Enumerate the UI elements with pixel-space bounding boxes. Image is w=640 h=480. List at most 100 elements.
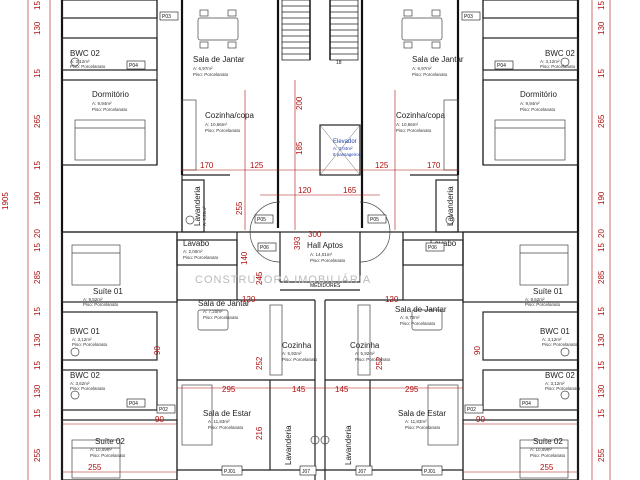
sala-jantar-mid-left-area: A: 7,20m² <box>203 309 223 314</box>
dim-left-0: 15 <box>33 1 42 10</box>
bwc02-left-floor: Piso: Porcelanato <box>70 64 106 69</box>
tag-j07-right: J07 <box>358 469 366 475</box>
dim-255-bottom-left: 255 <box>88 463 102 472</box>
cozinha-top-left-floor: Piso: Porcelanato <box>205 128 241 133</box>
dim-140: 140 <box>240 251 249 265</box>
suite01-right-area: A: 9,52m² <box>525 297 545 302</box>
cozinha-top-left-name: Cozinha/copa <box>205 111 254 120</box>
tag-p05-right: P05 <box>370 217 379 223</box>
dim-left-14: 255 <box>33 448 42 462</box>
bwc02-left-area: A: 3,12m² <box>70 59 90 64</box>
sala-jantar-mid-right-name: Sala de Jantar <box>395 305 447 314</box>
dim-90-right: 90 <box>473 346 482 355</box>
cozinha-mid-left-area: A: 5,92m² <box>282 351 302 356</box>
cozinha-top-left-area: A: 10,66m² <box>205 122 228 127</box>
dim-185: 185 <box>295 141 304 155</box>
suite01-left-area: A: 9,52m² <box>83 297 103 302</box>
dim-255-bottom-right: 255 <box>540 463 554 472</box>
bwc02-low-right-floor: Piso: Porcelanato <box>545 386 581 391</box>
bwc02-low-left-name: BWC 02 <box>70 371 100 380</box>
dim-left-6: 20 <box>33 229 42 238</box>
sala-jantar-top-right-name: Sala de Jantar <box>412 55 464 64</box>
bwc01-left-floor: Piso: Porcelanato <box>72 342 108 347</box>
bwc02-low-left-floor: Piso: Porcelanato <box>70 386 106 391</box>
dim-left-12: 130 <box>33 384 42 398</box>
dim-120: 120 <box>298 186 312 195</box>
dim-right-3: 265 <box>597 114 606 128</box>
dim-393: 393 <box>293 236 302 250</box>
furniture <box>70 9 570 479</box>
watermark: CONSTRUTORA IMOBILIÁRIA <box>195 273 371 286</box>
dim-145-left: 145 <box>292 385 306 394</box>
sala-estar-left-area: A: 11,83m² <box>208 419 230 424</box>
tag-p03-right: P03 <box>464 14 473 20</box>
dim-right-12: 15 <box>597 409 606 418</box>
sala-jantar-top-left-area: A: 6,97m² <box>193 66 213 71</box>
cozinha-top-right-name: Cozinha/copa <box>396 111 445 120</box>
dim-295-left: 295 <box>222 385 236 394</box>
bwc01-right-floor: Piso: Porcelanato <box>542 342 578 347</box>
suite02-left-floor: Piso: Porcelanato <box>90 453 126 458</box>
suite01-left-floor: Piso: Porcelanato <box>83 302 119 307</box>
dim-252-right: 252 <box>375 356 384 370</box>
dormitorio-right-area: A: 9,94m² <box>520 101 540 106</box>
dim-right-9: 130 <box>597 333 606 347</box>
tag-p06-right: P06 <box>428 245 437 251</box>
dim-left-total: 1905 <box>1 192 10 210</box>
dim-left-4: 15 <box>33 161 42 170</box>
dormitorio-left-floor: Piso: Porcelanato <box>92 107 128 112</box>
dim-left-3: 265 <box>33 114 42 128</box>
suite02-right-floor: Piso: Porcelanato <box>530 453 566 458</box>
dim-295-right: 295 <box>405 385 419 394</box>
sala-jantar-mid-left-name: Sala de Jantar <box>198 299 250 308</box>
suite01-left-name: Suíte 01 <box>93 287 123 296</box>
dim-left-11: 15 <box>33 361 42 370</box>
stairs <box>281 0 359 61</box>
dim-left-8: 285 <box>33 270 42 284</box>
dim-145-right: 145 <box>335 385 349 394</box>
dim-left-5: 190 <box>33 191 42 205</box>
bwc02-right-floor: Piso: Porcelanato <box>540 64 576 69</box>
tag-p05-left: P05 <box>257 217 266 223</box>
dim-left-2: 15 <box>33 69 42 78</box>
suite02-right-name: Suíte 02 <box>533 437 563 446</box>
cozinha-mid-left-name: Cozinha <box>282 341 312 350</box>
elevator-label: Elevador <box>333 139 357 145</box>
dim-right-4: 190 <box>597 191 606 205</box>
sala-estar-right-name: Sala de Estar <box>398 409 446 418</box>
dim-245: 245 <box>255 271 264 285</box>
suite02-left-name: Suíte 02 <box>95 437 125 446</box>
dim-right-13: 255 <box>597 448 606 462</box>
sala-jantar-mid-right-area: A: 6,70m² <box>400 315 420 320</box>
right-dimension-chain: 15 130 15 265 190 20 15 285 15 130 15 13… <box>597 1 606 462</box>
tag-p04-top-right: P04 <box>497 63 506 69</box>
tag-p06-left: P06 <box>260 245 269 251</box>
sala-jantar-top-left-floor: Piso: Porcelanato <box>193 72 229 77</box>
lavanderia-top-left-area: A: 2,22m² <box>202 206 207 226</box>
sala-estar-left-name: Sala de Estar <box>203 409 251 418</box>
tag-p02-left: P02 <box>159 407 168 413</box>
bwc02-right-name: BWC 02 <box>545 49 575 58</box>
stair-step-number: 18 <box>336 60 342 66</box>
dim-right-11: 130 <box>597 384 606 398</box>
dim-right-0: 15 <box>597 1 606 10</box>
tag-p04-mid-right: P04 <box>522 401 531 407</box>
dim-125-right: 125 <box>375 161 389 170</box>
lavabo-left-name: Lavabo <box>183 239 210 248</box>
sala-jantar-top-right-floor: Piso: Porcelanato <box>412 72 448 77</box>
sala-estar-left-floor: Piso: Porcelanato <box>208 425 244 430</box>
dim-right-5: 20 <box>597 229 606 238</box>
dim-left-9: 15 <box>33 307 42 316</box>
dim-200: 200 <box>295 96 304 110</box>
bwc01-right-name: BWC 01 <box>540 327 570 336</box>
dim-120-right: 120 <box>385 295 399 304</box>
dim-90-left: 90 <box>153 346 162 355</box>
tag-pj01-right: PJ01 <box>424 469 436 475</box>
bwc02-low-left-area: A: 3,62m² <box>70 381 90 386</box>
sala-estar-right-area: A: 11,83m² <box>405 419 427 424</box>
bwc01-right-area: A: 3,12m² <box>542 337 562 342</box>
dim-120-left: 120 <box>242 295 256 304</box>
tag-p04-top-left: P04 <box>129 63 138 69</box>
